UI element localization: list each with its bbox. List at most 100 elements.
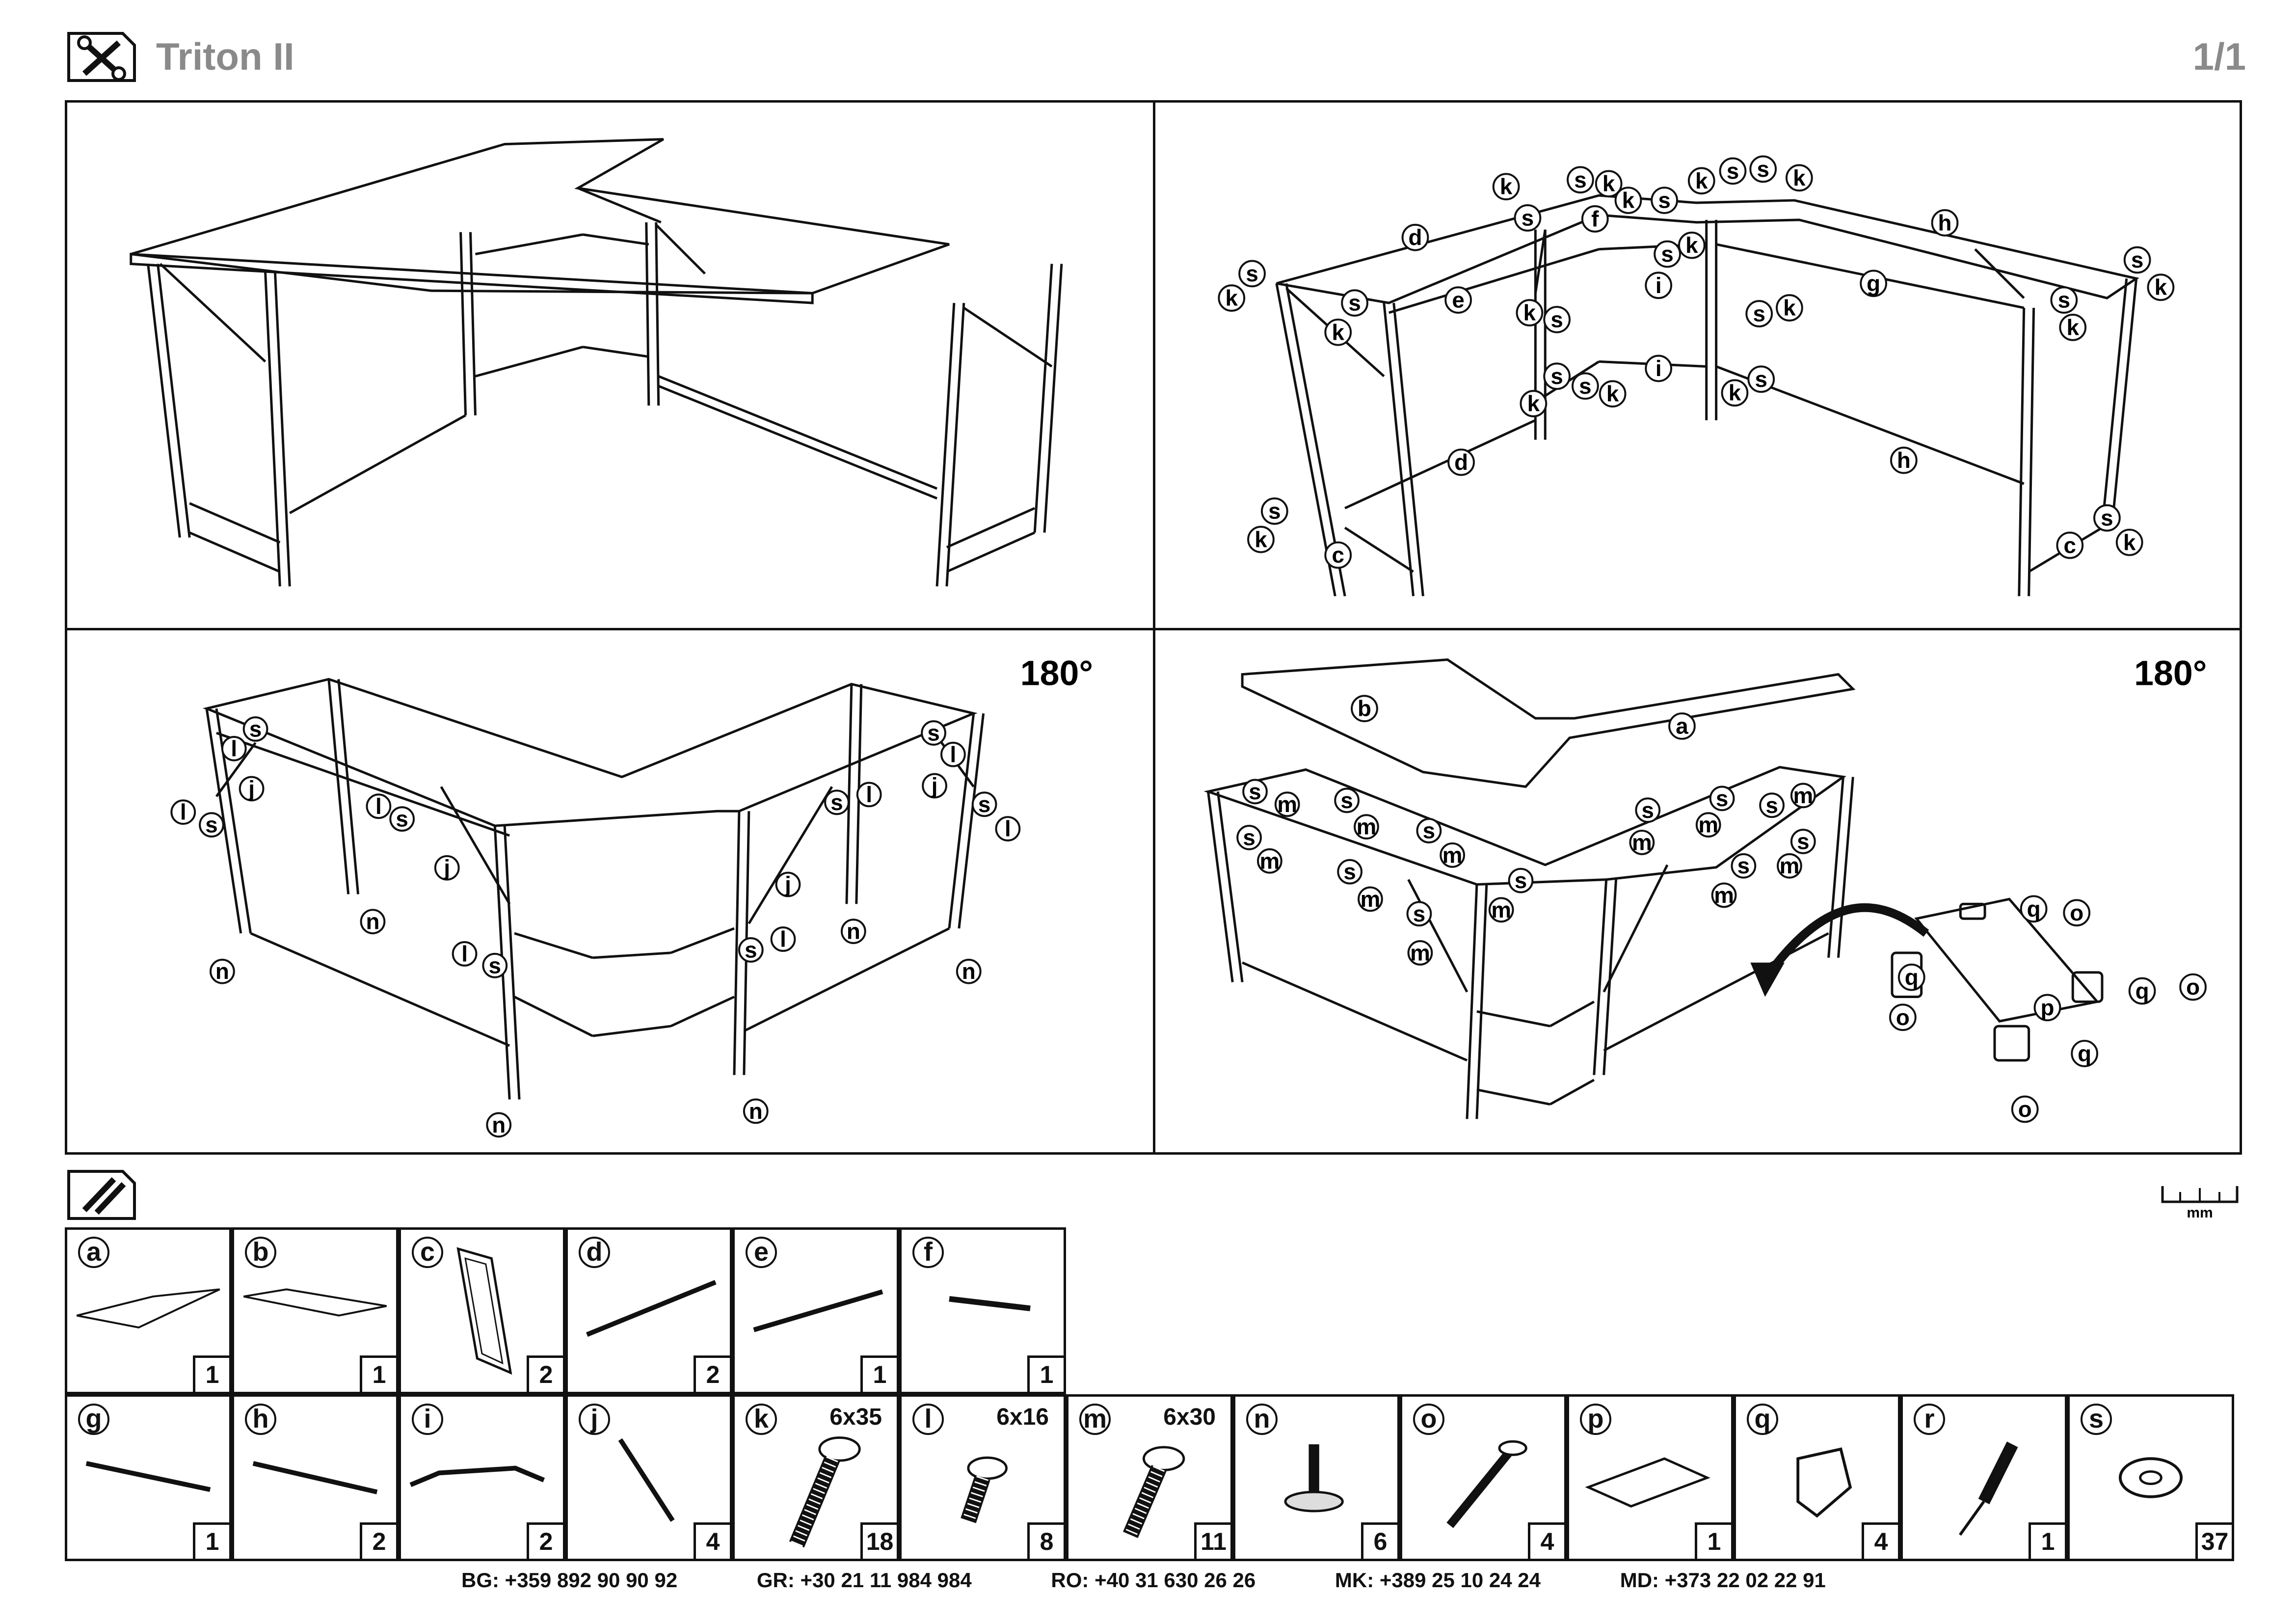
svg-text:s: s — [2101, 506, 2113, 531]
svg-text:s: s — [1727, 159, 1739, 184]
rotate-180-label-3: 180° — [1020, 653, 1093, 693]
svg-text:s: s — [1765, 793, 1778, 818]
svg-text:k: k — [2155, 275, 2167, 300]
svg-text:o: o — [2070, 900, 2083, 925]
phone-gr: GR: +30 21 11 984 984 — [756, 1569, 972, 1592]
document-title: Triton II — [156, 35, 294, 78]
svg-text:a: a — [1676, 714, 1688, 739]
svg-text:k: k — [1622, 188, 1635, 213]
svg-text:m: m — [1780, 853, 1800, 878]
tools-icon — [65, 30, 138, 83]
svg-text:k: k — [1255, 527, 1267, 552]
svg-text:s: s — [205, 812, 217, 838]
svg-text:j: j — [443, 855, 450, 880]
svg-text:s: s — [1753, 301, 1765, 326]
svg-text:k: k — [1793, 165, 1806, 190]
svg-text:k: k — [1332, 320, 1345, 345]
svg-text:s: s — [1574, 167, 1586, 192]
assembly-steps-grid: k s k k s k s s k s s k d f h s k s k e … — [65, 100, 2242, 1155]
step-3-frame-illustration: s l j l s l s j n n l s s l j j s l s l … — [170, 653, 1093, 1138]
svg-text:k: k — [1523, 300, 1536, 325]
ruler-unit: mm — [2187, 1205, 2213, 1221]
svg-text:l: l — [231, 736, 237, 761]
svg-text:s: s — [1757, 157, 1769, 182]
svg-text:s: s — [1249, 779, 1261, 804]
svg-text:p: p — [2040, 995, 2054, 1020]
svg-text:q: q — [1905, 965, 1919, 990]
step-2-frame-illustration: k s k k s k s s k s s k d f h s k s k e … — [1218, 155, 2175, 596]
svg-text:d: d — [1409, 225, 1422, 250]
svg-text:k: k — [1606, 381, 1619, 406]
svg-text:s: s — [489, 953, 501, 978]
svg-text:k: k — [1602, 171, 1615, 196]
svg-text:s: s — [1246, 261, 1258, 286]
svg-text:s: s — [927, 720, 939, 745]
svg-text:o: o — [1896, 1005, 1910, 1030]
svg-text:l: l — [1005, 816, 1011, 841]
svg-text:n: n — [749, 1099, 763, 1124]
svg-text:q: q — [2027, 896, 2041, 921]
rotate-180-label-4: 180° — [2134, 653, 2207, 693]
svg-text:m: m — [1442, 842, 1463, 867]
svg-text:s: s — [1268, 499, 1281, 524]
svg-text:g: g — [1867, 271, 1880, 296]
svg-text:l: l — [950, 742, 957, 767]
svg-text:m: m — [1632, 830, 1652, 855]
svg-text:c: c — [2064, 533, 2076, 558]
svg-text:e: e — [1452, 288, 1464, 313]
svg-text:s: s — [1658, 188, 1670, 213]
svg-text:s: s — [1413, 901, 1425, 926]
phone-bg: BG: +359 892 90 90 92 — [461, 1569, 678, 1592]
svg-text:m: m — [1698, 812, 1718, 838]
svg-text:s: s — [1343, 859, 1356, 884]
svg-text:s: s — [1522, 205, 1534, 230]
svg-text:k: k — [1695, 168, 1708, 193]
step-4-top-illustration: b a s m s m s m s m s m s m s m s m s m … — [1203, 653, 2207, 1123]
svg-text:s: s — [1515, 868, 1527, 893]
svg-text:j: j — [248, 776, 255, 801]
svg-text:q: q — [2078, 1041, 2091, 1066]
svg-text:d: d — [1454, 450, 1468, 475]
svg-text:c: c — [1332, 542, 1344, 568]
svg-text:s: s — [830, 790, 843, 815]
svg-text:k: k — [2067, 315, 2080, 340]
svg-text:k: k — [1729, 380, 1741, 406]
svg-text:l: l — [375, 794, 382, 819]
svg-text:m: m — [1361, 887, 1381, 912]
svg-text:k: k — [1500, 174, 1513, 199]
svg-text:s: s — [978, 792, 990, 817]
svg-text:i: i — [1655, 356, 1662, 381]
svg-text:s: s — [2058, 288, 2070, 313]
svg-text:n: n — [962, 959, 976, 984]
svg-text:n: n — [847, 919, 860, 944]
svg-text:m: m — [1410, 940, 1430, 965]
step-1-desk-illustration — [130, 138, 1063, 587]
svg-text:k: k — [2123, 530, 2136, 555]
svg-text:q: q — [2136, 978, 2149, 1003]
svg-text:m: m — [1714, 883, 1734, 908]
page-number: 1/1 — [2192, 35, 2246, 78]
svg-text:s: s — [745, 937, 757, 962]
svg-text:j: j — [931, 773, 938, 798]
svg-text:l: l — [180, 800, 187, 825]
svg-text:s: s — [249, 717, 262, 742]
svg-text:o: o — [2186, 974, 2200, 1000]
svg-text:m: m — [1260, 848, 1280, 873]
ruler-icon: mm — [2161, 1182, 2239, 1221]
